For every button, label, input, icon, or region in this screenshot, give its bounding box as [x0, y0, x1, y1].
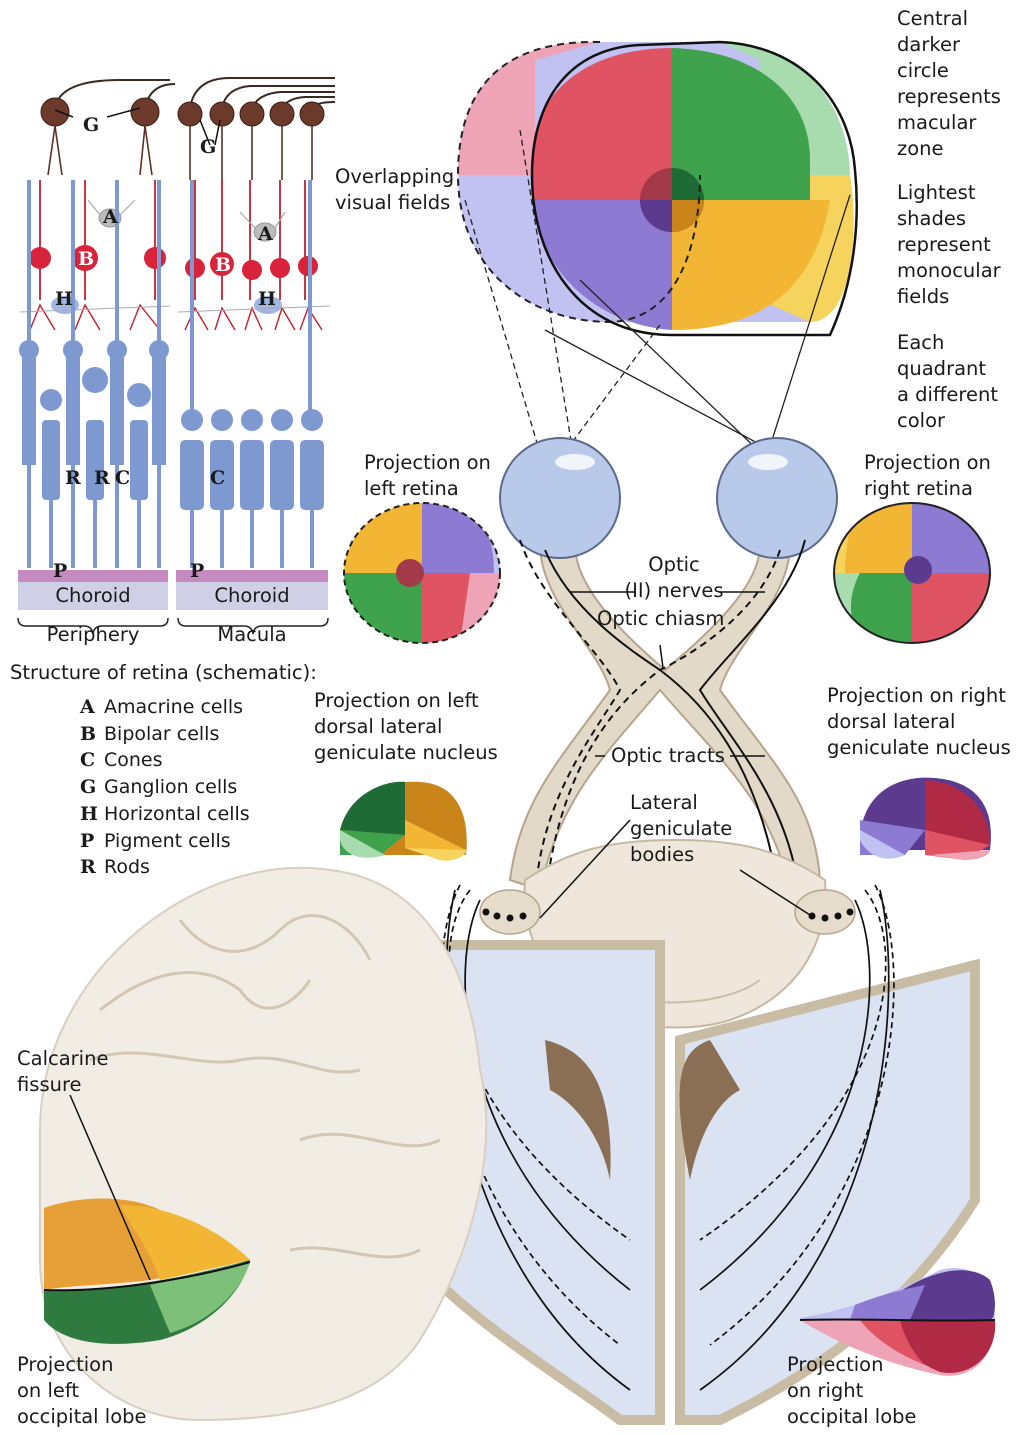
choroid-right-label: Choroid [176, 583, 328, 609]
optic-tracts-label: Optic tracts [611, 743, 725, 769]
label-g-macula: G [200, 136, 216, 158]
projection-left-occipital-label: Projection on left occipital lobe [17, 1352, 147, 1430]
label-g-periphery: G [83, 114, 99, 136]
lightest-shades-label: Lightest shades represent monocular fiel… [897, 180, 1001, 310]
visual-fields [458, 42, 857, 335]
overlapping-visual-fields-label: Overlapping visual fields [335, 164, 454, 216]
retina-structure-title: Structure of retina (schematic): [10, 660, 317, 686]
label-p-periphery: P [53, 560, 67, 582]
label-c-periphery: C [115, 467, 130, 489]
left-lgn-projection [340, 782, 467, 861]
calcarine-fissure-label: Calcarine fissure [17, 1046, 108, 1098]
right-retina-projection [834, 503, 990, 643]
periphery-label: Periphery [18, 622, 168, 648]
label-r1: R [65, 467, 81, 489]
label-c-macula: C [210, 467, 225, 489]
label-b-macula: B [215, 254, 231, 276]
projection-left-lgn-label: Projection on left dorsal lateral genicu… [314, 688, 498, 766]
label-h-macula: H [258, 288, 276, 310]
left-hemisphere [40, 868, 486, 1420]
retina-schematic [18, 78, 335, 634]
each-quadrant-label: Each quadrant a different color [897, 330, 998, 434]
label-p-macula: P [190, 560, 204, 582]
label-b-periphery: B [78, 248, 94, 270]
label-a-macula: A [258, 223, 273, 245]
projection-right-retina-label: Projection on right retina [864, 450, 991, 502]
label-h-periphery: H [55, 288, 73, 310]
label-r2: R [94, 467, 110, 489]
left-retina-projection [344, 503, 500, 643]
optic-chiasm-label: Optic chiasm [597, 606, 724, 632]
projection-right-lgn-label: Projection on right dorsal lateral genic… [827, 683, 1011, 761]
choroid-left-label: Choroid [18, 583, 168, 609]
label-a-periphery: A [103, 206, 118, 228]
lateral-geniculate-label: Lateral geniculate bodies [630, 790, 732, 868]
macula-label: Macula [176, 622, 328, 648]
central-darker-circle-label: Central darker circle represents macular… [897, 6, 1001, 162]
eyes-and-pathway [480, 438, 855, 1028]
right-lgn-projection [860, 778, 991, 860]
optic-nerves-label: Optic (II) nerves [604, 552, 744, 604]
projection-right-occipital-label: Projection on right occipital lobe [787, 1352, 917, 1430]
projection-left-retina-label: Projection on left retina [364, 450, 491, 502]
